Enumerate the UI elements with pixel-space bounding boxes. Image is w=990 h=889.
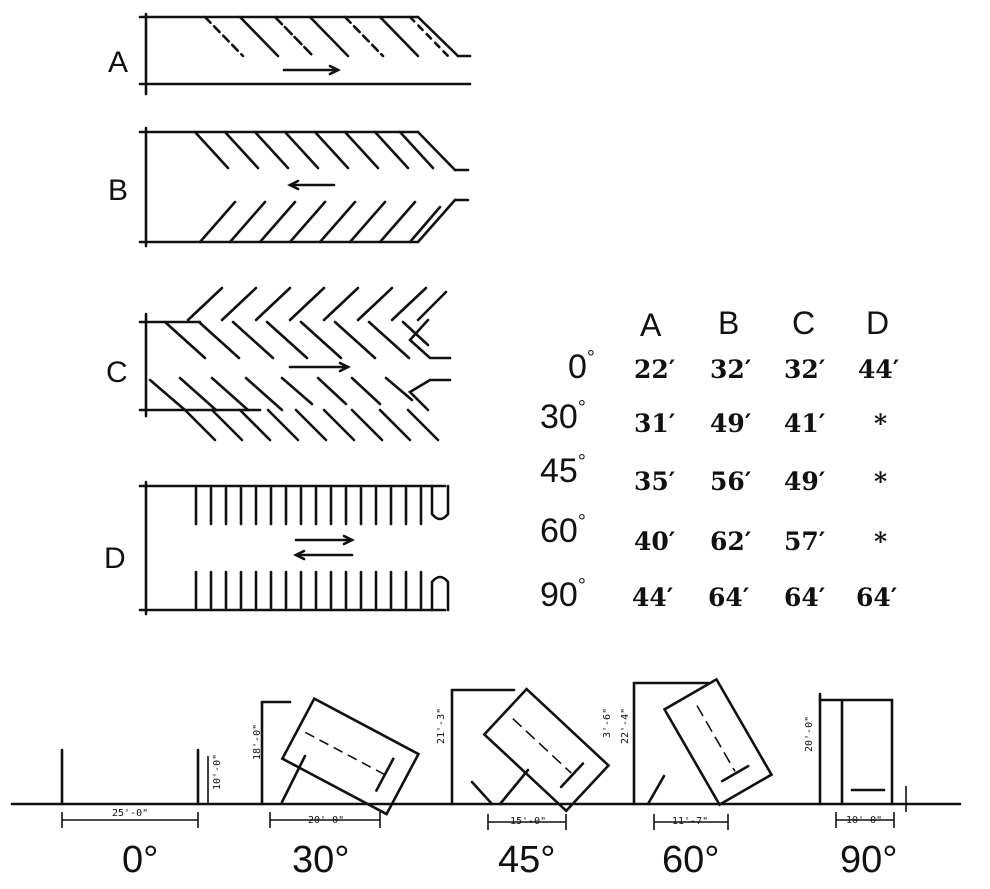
dimension-label: 11'-7" — [672, 816, 708, 827]
table-header-c: C — [792, 305, 815, 341]
row-angle-90: 90° — [540, 575, 586, 614]
stall-lines-d-top — [194, 486, 423, 526]
table-cell: 64′ — [708, 583, 749, 612]
dimension-label: 22'-4" — [620, 708, 631, 744]
layout-c-diagram: C — [106, 286, 452, 442]
layout-label-a: A — [108, 46, 128, 79]
layout-b-diagram: B — [108, 126, 470, 248]
stall-diagram-60: 11'-7" 22'-4" 60° — [620, 677, 774, 881]
row-angle-60: 60° — [540, 511, 586, 550]
table-cell: * — [874, 467, 887, 496]
table-cell: 32′ — [784, 355, 825, 384]
aisle-end-d-top — [430, 484, 450, 521]
layout-label-b: B — [108, 174, 128, 207]
table-cell: * — [874, 527, 887, 556]
stall-lines-b-bottom — [198, 200, 442, 244]
table-cell: 57′ — [784, 527, 825, 556]
table-cell: 49′ — [784, 467, 825, 496]
table-cell: 41′ — [784, 409, 825, 438]
dimension-label: 18'-0" — [252, 724, 263, 760]
aisle-end-c-bottom — [407, 378, 452, 412]
aisle-width-table: A B C D 0° 30° 45° 60° 90° 22′ 32′ 32′ 4… — [540, 305, 899, 614]
stall-diagram-30: 20'-0" 18'-0" 30° — [252, 696, 421, 881]
layout-label-d: D — [104, 542, 126, 575]
table-header-d: D — [866, 305, 889, 341]
aisle-end-c-top — [408, 318, 452, 360]
stall-angle-label: 60° — [662, 839, 719, 881]
car-outline — [280, 696, 421, 816]
arrow-head-icon — [328, 64, 341, 76]
stall-angle-label: 0° — [122, 839, 158, 881]
stall-diagram-45: 15'-0" 21'-3" 3'-6" 45° — [436, 687, 613, 881]
car-outline — [662, 677, 774, 807]
dimension-label: 25'-0" — [112, 808, 148, 819]
stall-lines-b-top — [193, 130, 435, 170]
arrow-head-icon — [338, 361, 351, 373]
stall-lines-c-top — [163, 286, 448, 360]
arrow-head-icon — [287, 179, 300, 191]
row-angle-45: 45° — [540, 451, 586, 490]
table-cell: 56′ — [710, 467, 751, 496]
arrow-head-icon — [342, 534, 355, 546]
dimension-label: 20'-0" — [308, 815, 344, 826]
stall-lines-a — [203, 15, 450, 58]
dimension-label: 20'-0" — [804, 716, 815, 752]
table-cell: 64′ — [784, 583, 825, 612]
dimension-label: 3'-6" — [602, 708, 613, 738]
dimension-label: 10'-0" — [846, 815, 882, 826]
table-cell: 64′ — [856, 583, 897, 612]
table-cell: 40′ — [634, 527, 675, 556]
row-angle-0: 0° — [568, 347, 595, 386]
layout-a-diagram: A — [108, 12, 472, 96]
dimension-label: 15'-0" — [510, 816, 546, 827]
table-cell: 31′ — [634, 409, 675, 438]
stall-angle-label: 30° — [292, 839, 349, 881]
dimension-label: 10'-0" — [212, 754, 223, 790]
table-cell: 44′ — [632, 583, 673, 612]
layout-label-c: C — [106, 356, 128, 389]
table-cell: * — [874, 409, 887, 438]
car-outline — [482, 687, 611, 813]
dimension-label: 21'-3" — [436, 708, 447, 744]
stall-angle-label: 45° — [498, 839, 555, 881]
table-cell: 44′ — [858, 355, 899, 384]
aisle-end-d-bottom — [430, 575, 450, 612]
stall-diagram-90: 10'-0" 20'-0" 90° — [804, 692, 907, 881]
table-cell: 35′ — [634, 467, 675, 496]
table-header-a: A — [640, 307, 662, 343]
row-angle-30: 30° — [540, 397, 586, 436]
stall-lines-c-bottom — [148, 376, 440, 442]
stall-lines-d-bottom — [194, 570, 423, 610]
stall-angle-label: 90° — [840, 839, 897, 881]
arrow-head-icon — [293, 549, 306, 561]
layout-d-diagram: D — [104, 480, 450, 616]
table-header-b: B — [718, 305, 739, 341]
table-cell: 62′ — [710, 527, 751, 556]
table-cell: 22′ — [634, 355, 675, 384]
stall-diagram-0: 25'-0" 10'-0" 0° — [60, 748, 223, 881]
table-cell: 32′ — [710, 355, 751, 384]
table-cell: 49′ — [710, 409, 751, 438]
